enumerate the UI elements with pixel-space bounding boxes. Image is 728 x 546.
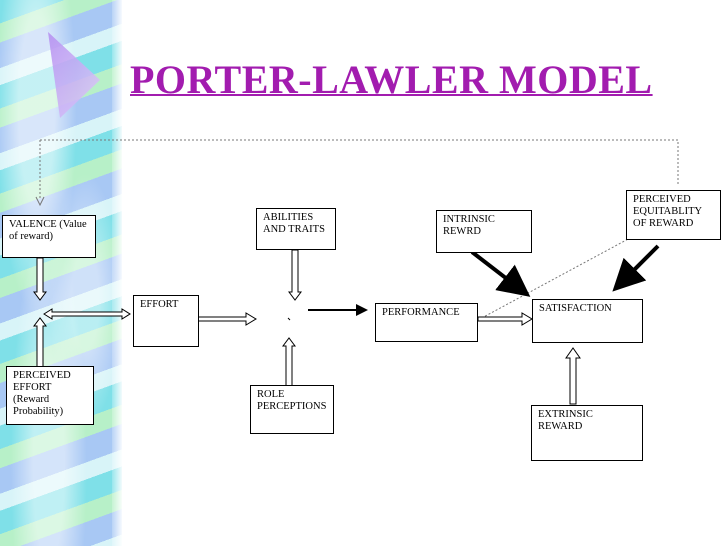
perceived-equitability-box: PERCEIVED EQUITABLITY OF REWARD [626,190,721,240]
arrow-abilities-down [288,249,302,301]
arrow-equitability-satisfaction [612,244,660,292]
feedback-loop [39,139,679,321]
valence-box: VALENCE (Value of reward) [2,215,96,258]
extrinsic-reward-box: EXTRINSIC REWARD [531,405,643,461]
arrow-intrinsic-satisfaction [470,250,531,297]
satisfaction-box: SATISFACTION [532,299,643,343]
role-perceptions-box: ROLE PERCEPTIONS [250,385,334,434]
triangle-decoration [48,32,100,118]
feedback-arrowhead [35,196,45,207]
effort-box: EFFORT [133,295,199,347]
arrow-extrinsic-up [565,347,581,405]
arrow-valence-down [33,257,47,301]
center-tick [287,317,291,321]
intrinsic-reward-box: INTRINSIC REWRD [436,210,532,253]
stripe-highlight [112,0,122,546]
abilities-traits-box: ABILITIES AND TRAITS [256,208,336,250]
arrow-role-up [282,337,296,389]
arrow-double-effort [43,308,131,320]
arrow-effort-right [197,312,257,326]
arrow-perceived-up [33,317,47,369]
page-title: PORTER-LAWLER MODEL [130,57,653,102]
arrow-performance-right [477,312,533,326]
perceived-effort-box: PERCEIVED EFFORT (Reward Probability) [6,366,94,425]
performance-box: PERFORMANCE [375,303,478,342]
